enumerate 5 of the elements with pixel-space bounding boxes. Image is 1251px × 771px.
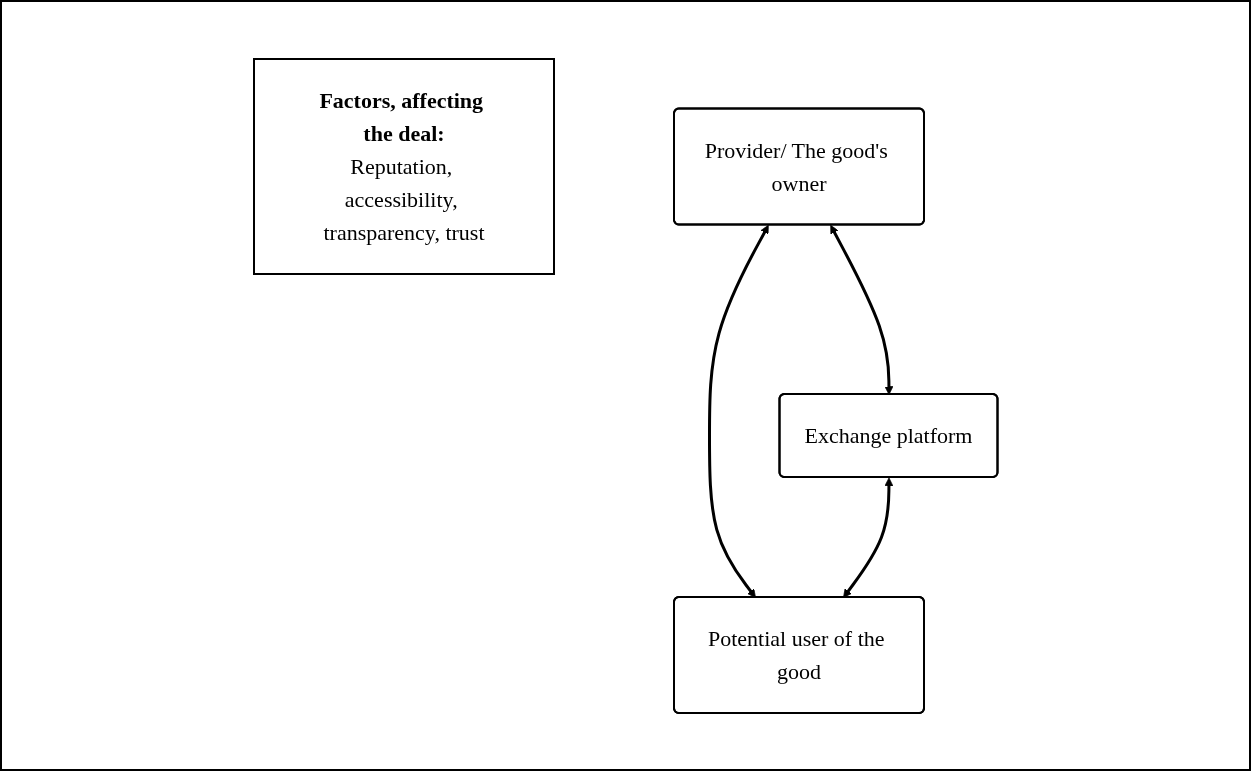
node-text: Potential user of the good (707, 625, 885, 684)
arrow (842, 477, 894, 598)
arrow (707, 224, 769, 598)
node-box: Factors, affecting the deal: Reputation, accessibility, transparency, trust (252, 57, 555, 275)
arrow (830, 224, 894, 395)
